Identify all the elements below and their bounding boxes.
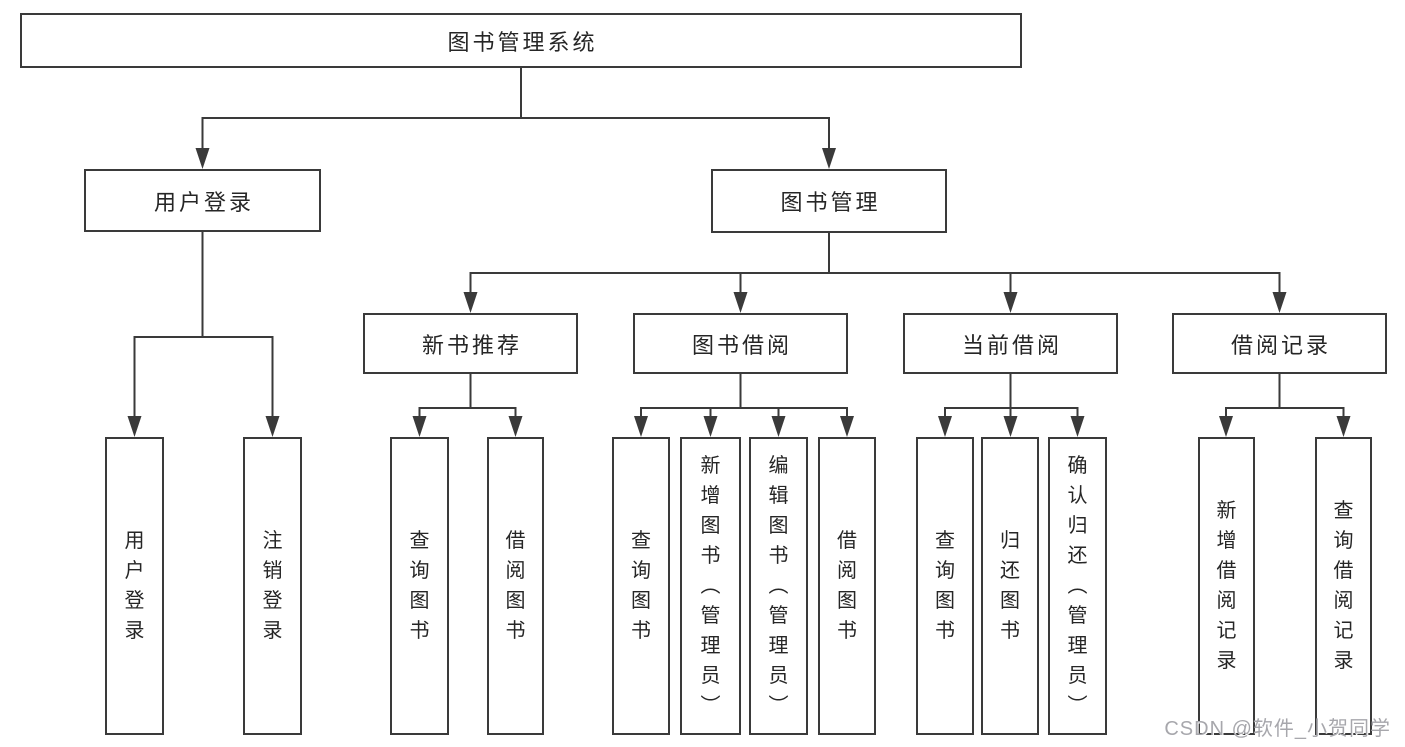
node-user-login: 用户登录: [84, 169, 321, 232]
leaf-query-books-current: 查询图书: [916, 437, 974, 735]
leaf-borrow-books-recommend: 借阅图书: [487, 437, 544, 735]
csdn-watermark: CSDN @软件_小贺同学: [1164, 718, 1391, 740]
node-book-borrowing: 图书借阅: [633, 313, 848, 374]
node-borrowing-records: 借阅记录: [1172, 313, 1387, 374]
leaf-borrow-books: 借阅图书: [818, 437, 876, 735]
leaf-add-books-admin: 新增图书︵管理员︶: [680, 437, 741, 735]
leaf-user-login: 用户登录: [105, 437, 164, 735]
node-new-book-recommend: 新书推荐: [363, 313, 578, 374]
node-book-management: 图书管理: [711, 169, 947, 233]
connector-arrows: [127, 148, 1351, 437]
leaf-add-borrow-record: 新增借阅记录: [1198, 437, 1255, 735]
leaf-query-books-borrow: 查询图书: [612, 437, 670, 735]
node-current-borrowing: 当前借阅: [903, 313, 1118, 374]
node-root-system: 图书管理系统: [20, 13, 1022, 68]
leaf-query-books-recommend: 查询图书: [390, 437, 449, 735]
leaf-return-books: 归还图书: [981, 437, 1039, 735]
leaf-edit-books-admin: 编辑图书︵管理员︶: [749, 437, 808, 735]
leaf-logout: 注销登录: [243, 437, 302, 735]
leaf-query-borrow-record: 查询借阅记录: [1315, 437, 1372, 735]
leaf-confirm-return-admin: 确认归还︵管理员︶: [1048, 437, 1107, 735]
